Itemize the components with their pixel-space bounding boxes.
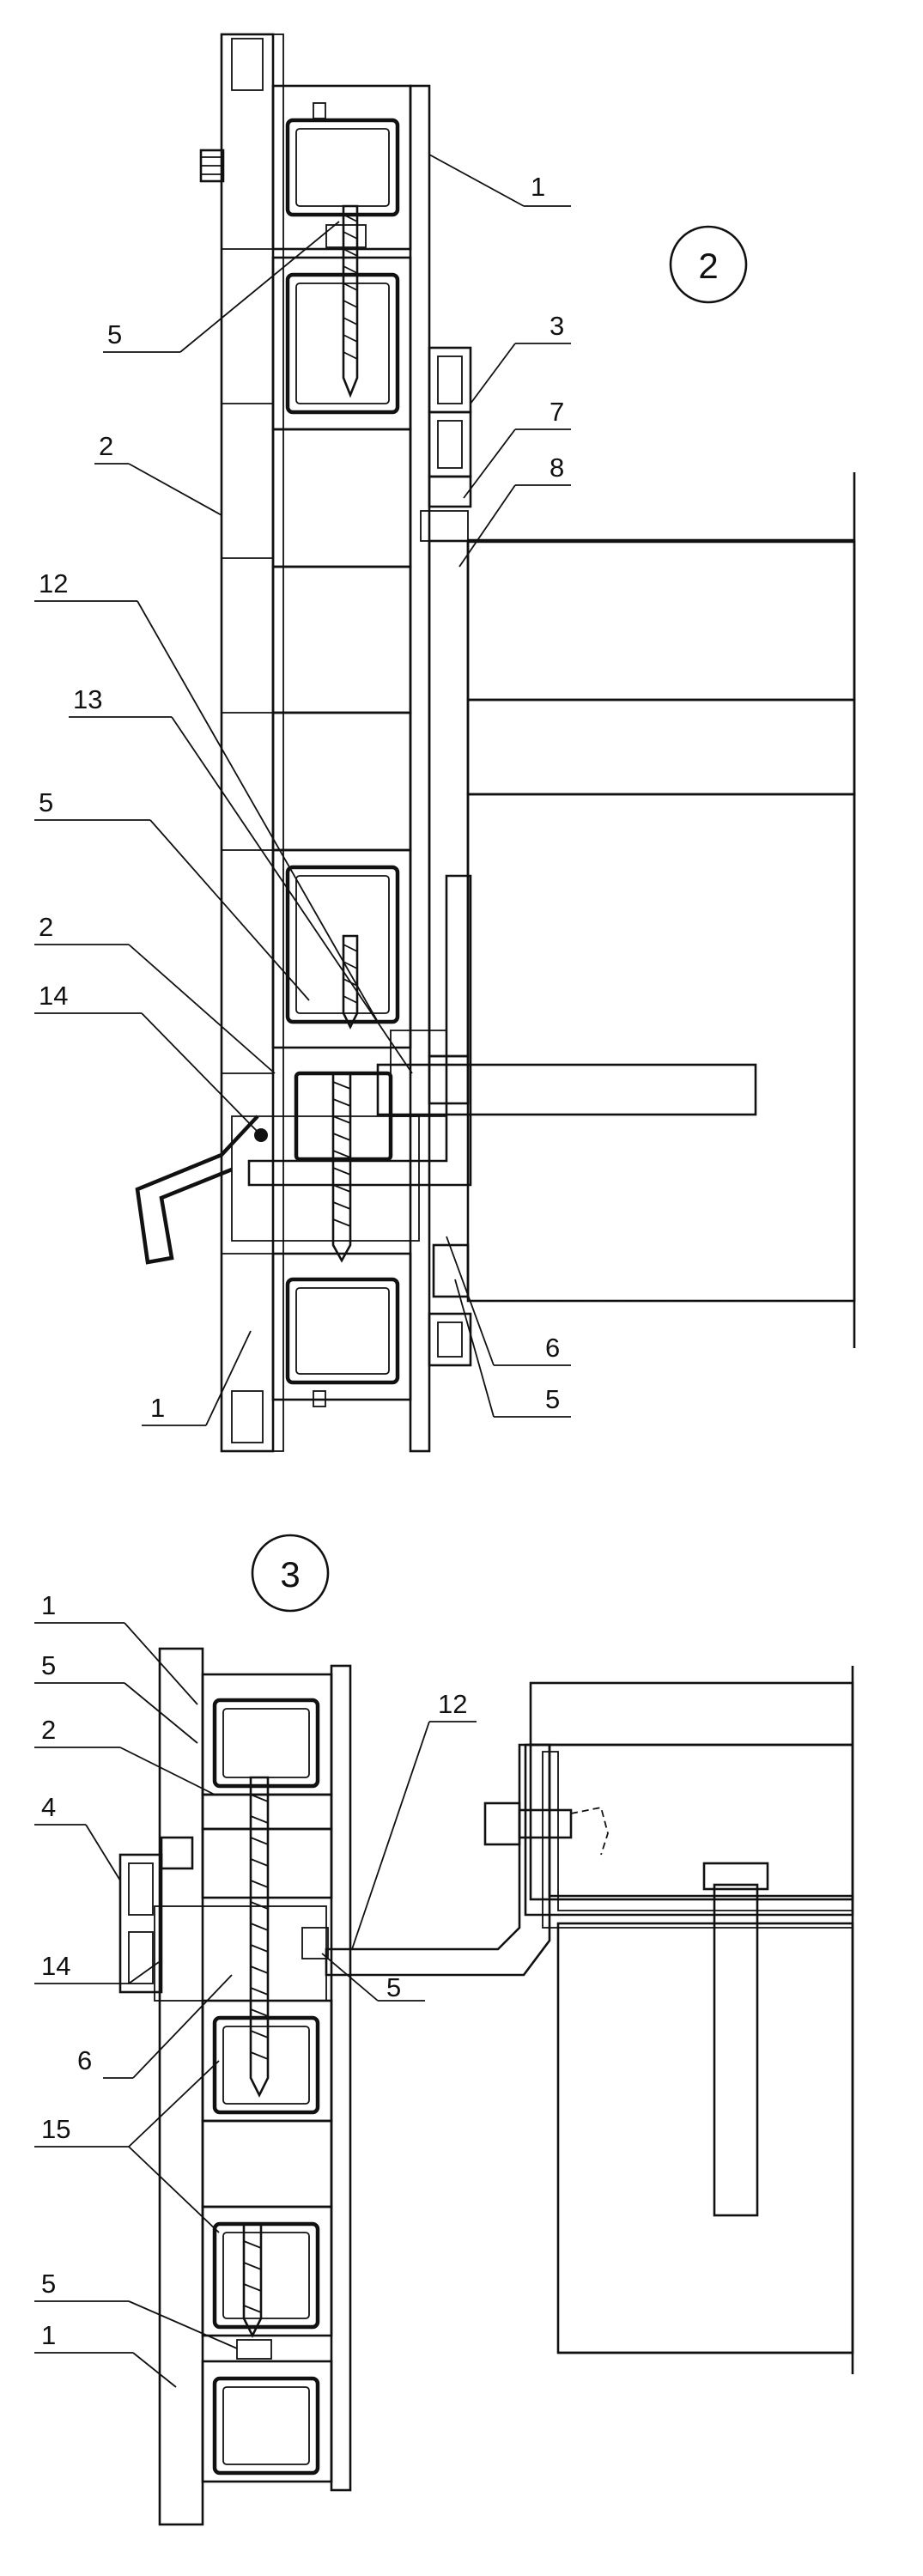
callout-2-14: 14 [39, 981, 68, 1011]
callout-2-5c: 5 [545, 1384, 560, 1414]
cover-profile-3 [118, 1836, 194, 1994]
leaders-2 [34, 154, 571, 1426]
angle-bracket-2 [247, 874, 472, 1187]
wall-2 [466, 472, 856, 1348]
embedded-angle-3 [524, 1743, 854, 1917]
side-bolt-3 [483, 1801, 609, 1856]
screws-2 [331, 204, 359, 1263]
leaders-3 [34, 1622, 477, 2388]
steel-reinforcement-3 [212, 1698, 320, 2476]
callouts-3: 1 5 2 4 14 12 5 6 15 5 1 [41, 1590, 467, 2350]
insulation-strip-2b [428, 1054, 470, 1105]
sash-cells-2 [271, 84, 431, 1453]
foam-fill-3 [154, 1905, 327, 2002]
bolt-2 [199, 149, 225, 183]
callout-3-4: 4 [41, 1792, 56, 1822]
sealant-2 [420, 510, 469, 542]
callout-3-5c: 5 [41, 2269, 56, 2299]
detail-2-number: 2 [698, 246, 718, 286]
callout-2-6: 6 [545, 1333, 560, 1363]
connecting-bracket-3 [325, 1743, 551, 1977]
detail-2-badge: 2 [669, 225, 748, 304]
callout-2-2a: 2 [99, 431, 113, 461]
callout-2-12: 12 [39, 568, 68, 598]
detail-2: 2 [34, 33, 856, 1453]
wall-3 [529, 1666, 854, 2374]
callouts-2: 1 5 2 3 7 8 12 13 5 2 14 6 5 1 [39, 172, 564, 1423]
callout-2-8: 8 [550, 453, 564, 483]
exterior-trim-2 [428, 346, 472, 1367]
callout-2-3: 3 [550, 311, 564, 341]
detail-3-badge: 3 [251, 1534, 330, 1613]
callout-2-7: 7 [550, 397, 564, 427]
callout-3-1b: 1 [41, 2320, 56, 2350]
screws-3 [242, 1776, 270, 2338]
concrete-sill-3 [529, 1681, 854, 1747]
insulation-strip-2 [428, 539, 470, 1058]
callout-3-5a: 5 [41, 1650, 56, 1680]
callout-2-2b: 2 [39, 912, 53, 942]
foam-fill-2 [231, 1115, 420, 1242]
detail-3-number: 3 [280, 1554, 300, 1595]
foam-layer-3 [542, 1751, 853, 1929]
callout-2-1b: 1 [150, 1393, 165, 1423]
drip-flashing-2 [135, 1115, 259, 1265]
detail-3: 3 [34, 1534, 854, 2526]
callout-2-13: 13 [73, 684, 102, 714]
callout-2-1: 1 [531, 172, 545, 202]
wall-bolt-head-3 [702, 1862, 769, 1891]
wall-bolt-3 [713, 1883, 759, 2217]
anchor-bar-2 [376, 1063, 757, 1116]
callout-3-2: 2 [41, 1715, 56, 1745]
seal-pad-2-top [325, 224, 367, 248]
callout-3-1: 1 [41, 1590, 56, 1620]
seal-pad-2-bottom [432, 1243, 470, 1298]
callout-2-5a: 5 [107, 319, 122, 349]
callout-3-12: 12 [438, 1689, 467, 1719]
callout-2-5b: 5 [39, 787, 53, 817]
callout-3-6: 6 [77, 2045, 92, 2075]
callout-3-14: 14 [41, 1951, 70, 1981]
seal-pad-3a [301, 1927, 329, 1959]
callout-3-15: 15 [41, 2114, 70, 2144]
callout-3-5b: 5 [386, 1972, 401, 2002]
seal-pad-3b [236, 2339, 272, 2360]
